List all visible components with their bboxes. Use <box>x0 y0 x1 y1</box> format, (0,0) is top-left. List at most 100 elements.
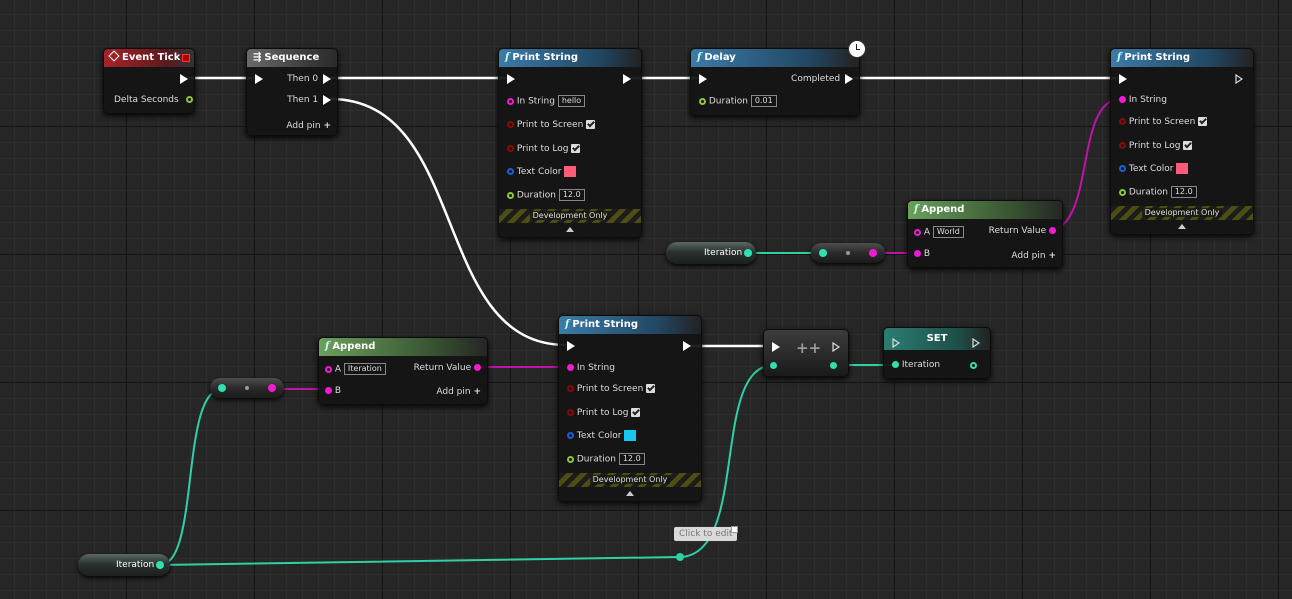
print-string-1-exec-out-pin[interactable] <box>623 74 631 84</box>
return-value-pin[interactable] <box>474 364 481 371</box>
plus-icon: + <box>1048 251 1056 261</box>
then1-pin[interactable] <box>323 94 331 105</box>
add-pin-label: Add pin <box>436 387 471 397</box>
iteration-variable-top[interactable]: Iteration <box>666 242 756 264</box>
set-iteration-output-pin[interactable] <box>970 362 977 369</box>
print-to-screen-pin[interactable] <box>507 121 514 128</box>
sequence-node[interactable]: ⇶Sequence Then 0 Then 1 Add pin + <box>246 48 338 136</box>
delta-seconds-pin[interactable] <box>185 96 193 103</box>
print-string-1-exec-in-pin[interactable] <box>507 74 515 84</box>
append-b-pin[interactable] <box>914 250 921 257</box>
set-exec-out-pin[interactable] <box>972 338 980 348</box>
sequence-exec-in-pin[interactable] <box>255 74 263 84</box>
print-string-3-exec-out-pin[interactable] <box>683 341 691 351</box>
duration-pin[interactable] <box>507 191 514 199</box>
in-string-pin[interactable] <box>567 364 574 371</box>
print-string-2-exec-in-pin[interactable] <box>1119 74 1127 84</box>
conversion-input-pin[interactable] <box>819 249 827 257</box>
print-to-log-pin[interactable] <box>567 409 574 416</box>
conversion-output-pin[interactable] <box>268 384 276 392</box>
increment-exec-out-pin[interactable] <box>832 342 840 352</box>
increment-input-pin[interactable] <box>770 362 777 369</box>
append-add-pin-button[interactable]: Add pin + <box>436 386 481 398</box>
delegate-pin-icon[interactable] <box>182 54 190 62</box>
duration-input[interactable]: 12.0 <box>558 189 585 201</box>
duration-pin[interactable] <box>567 455 574 463</box>
event-tick-header[interactable]: Event Tick <box>104 49 194 67</box>
duration-input[interactable]: 12.0 <box>618 453 645 465</box>
print-to-log-pin[interactable] <box>507 145 514 152</box>
increment-node[interactable]: ++ <box>763 329 849 377</box>
print-to-screen-checkbox[interactable] <box>586 120 596 129</box>
expand-caret-icon[interactable] <box>1178 224 1186 229</box>
completed-label: Completed <box>791 74 841 84</box>
in-string-input[interactable]: hello <box>557 95 586 107</box>
set-exec-in-pin[interactable] <box>892 338 900 348</box>
append-a-input[interactable]: World <box>932 226 964 238</box>
print-to-screen-pin[interactable] <box>1119 118 1126 125</box>
set-node[interactable]: SET Iteration <box>883 327 991 379</box>
text-color-swatch[interactable] <box>564 166 577 177</box>
print-string-2-title: Print String <box>1124 52 1191 63</box>
print-string-3-title: Print String <box>572 319 639 330</box>
print-string-3-exec-in-pin[interactable] <box>567 341 575 351</box>
append-a-pin[interactable] <box>914 228 921 236</box>
event-tick-exec-out-pin[interactable] <box>180 74 188 84</box>
sequence-add-pin-button[interactable]: Add pin + <box>286 120 331 132</box>
print-to-screen-checkbox[interactable] <box>646 384 656 393</box>
append-a-pin[interactable] <box>325 365 332 373</box>
then0-pin[interactable] <box>323 73 331 84</box>
print-string-2-exec-out-pin[interactable] <box>1235 74 1243 84</box>
expand-caret-icon[interactable] <box>566 227 574 232</box>
print-to-log-checkbox[interactable] <box>571 144 581 153</box>
text-color-pin[interactable] <box>1119 165 1126 172</box>
delay-duration-input[interactable]: 0.01 <box>750 95 777 107</box>
return-value-pin[interactable] <box>1049 227 1056 234</box>
text-color-pin[interactable] <box>567 432 574 439</box>
conversion-output-pin[interactable] <box>869 249 877 257</box>
event-tick-node[interactable]: Event Tick Delta Seconds <box>103 48 195 114</box>
duration-pin[interactable] <box>1119 188 1126 196</box>
iteration-variable-bottom[interactable]: Iteration <box>78 554 170 576</box>
in-string-pin[interactable] <box>507 97 514 105</box>
completed-pin[interactable] <box>845 73 853 84</box>
print-to-screen-checkbox[interactable] <box>1198 117 1208 126</box>
conversion-input-pin[interactable] <box>218 384 226 392</box>
append-add-pin-button[interactable]: Add pin + <box>1011 250 1056 262</box>
print-to-screen-pin[interactable] <box>567 385 574 392</box>
conversion-node-bottom[interactable] <box>210 378 284 398</box>
delay-duration-pin[interactable] <box>699 97 706 105</box>
set-header[interactable]: SET <box>884 328 990 350</box>
print-to-log-pin[interactable] <box>1119 142 1126 149</box>
set-iteration-input-pin[interactable] <box>892 361 899 368</box>
append-a-input[interactable]: Iteration <box>343 363 386 375</box>
iteration-output-pin[interactable] <box>744 249 752 257</box>
text-color-pin[interactable] <box>507 168 514 175</box>
increment-output-pin[interactable] <box>830 362 837 369</box>
duration-input[interactable]: 12.0 <box>1170 186 1197 198</box>
text-color-swatch[interactable] <box>1176 163 1189 174</box>
text-color-swatch[interactable] <box>624 430 637 441</box>
sequence-header[interactable]: ⇶Sequence <box>247 49 337 67</box>
in-string-pin[interactable] <box>1119 96 1126 103</box>
delay-exec-in-pin[interactable] <box>699 74 707 84</box>
increment-exec-in-pin[interactable] <box>772 342 780 352</box>
print-to-log-checkbox[interactable] <box>631 408 641 417</box>
expand-caret-icon[interactable] <box>626 491 634 496</box>
conversion-node-top[interactable] <box>811 243 885 263</box>
append-b-pin[interactable] <box>325 387 332 394</box>
print-to-log-checkbox[interactable] <box>1183 141 1193 150</box>
iteration-output-pin[interactable] <box>156 561 164 569</box>
